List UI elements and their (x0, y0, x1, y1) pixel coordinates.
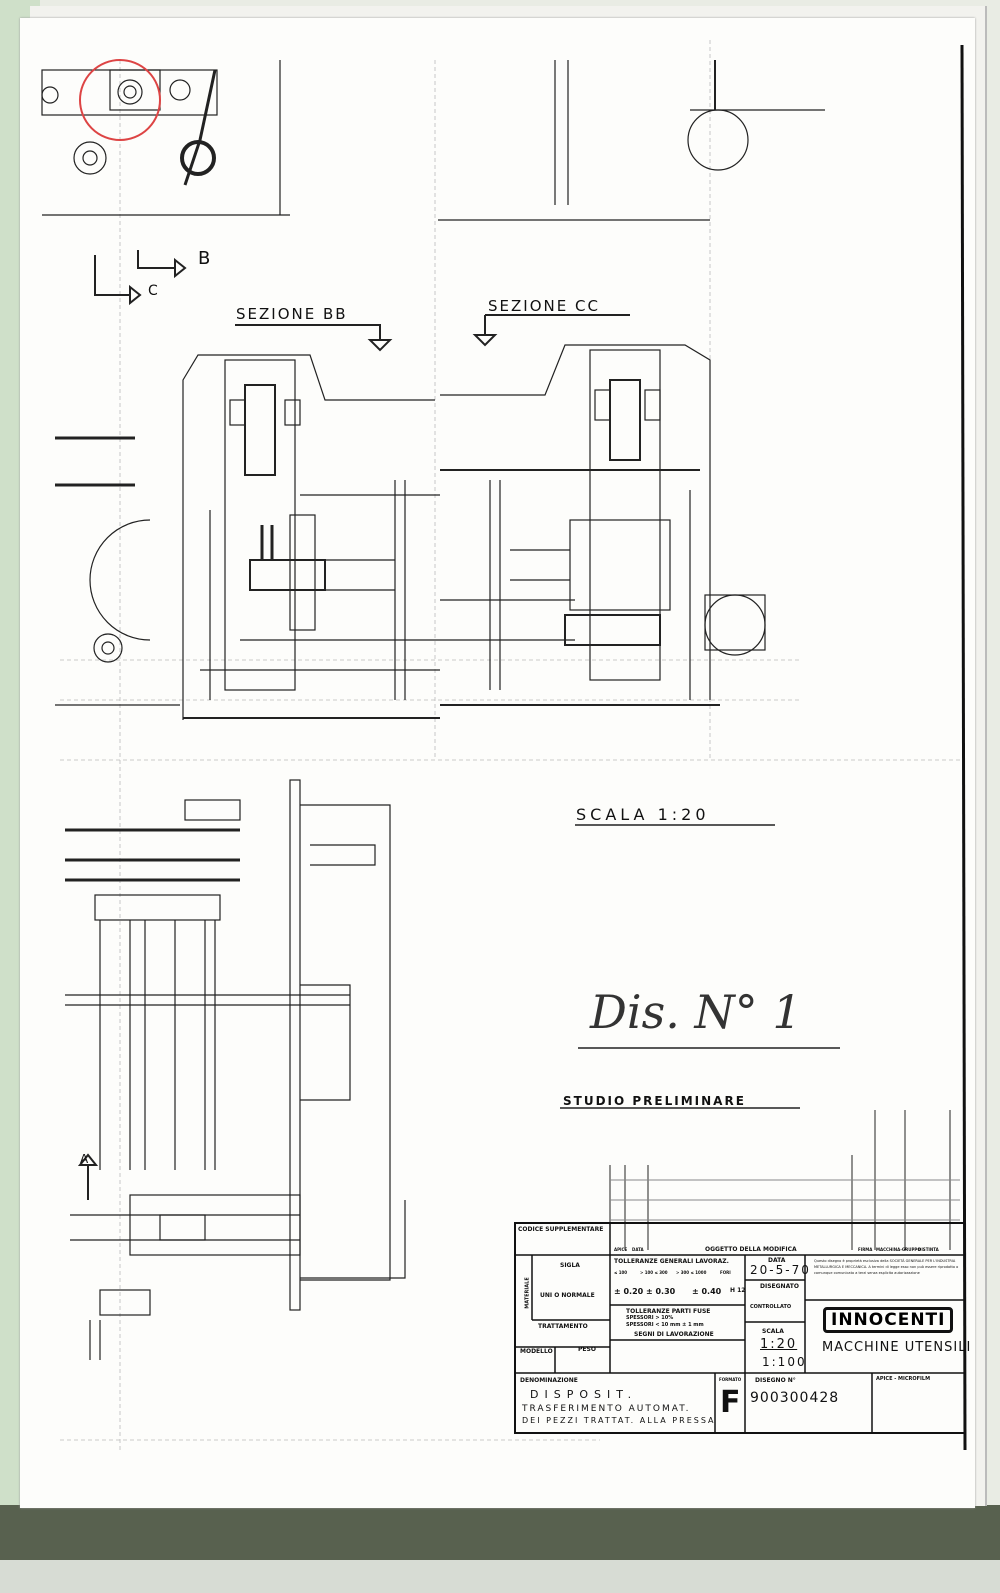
scala-label: SCALA (762, 1328, 784, 1335)
section-marker-a: A (80, 1152, 91, 1166)
company-logo: INNOCENTI (823, 1307, 954, 1333)
data-label: DATA (768, 1257, 786, 1264)
section-marker-arrows (94, 250, 630, 352)
denominazione-line-1: DISPOSIT. (530, 1388, 638, 1401)
ownership-note: Questo disegno è proprietà esclusiva del… (814, 1259, 959, 1275)
red-circle-mark (79, 59, 161, 141)
construction-lines (60, 40, 960, 1450)
scale-value-2: 1:100 (762, 1355, 807, 1369)
denominazione-line-3: DEI PEZZI TRATTAT. ALLA PRESSA (522, 1416, 716, 1425)
materiale-label: MATERIALE (524, 1277, 531, 1309)
date-value: 20-5-70 (750, 1263, 811, 1277)
section-bb-drawing (182, 354, 440, 720)
drawing-number: 900300428 (750, 1390, 840, 1406)
left-partial-view (55, 436, 180, 706)
tol-range-3: > 300 ≤ 1000 (676, 1270, 707, 1275)
data-col-label: DATA (632, 1247, 644, 1252)
controllato-label: CONTROLLATO (750, 1304, 792, 1310)
segni-lavorazione-label: SEGNI DI LAVORAZIONE (634, 1331, 714, 1338)
scale-note: SCALA 1:20 (576, 805, 710, 824)
apice-label: APICE (614, 1247, 628, 1252)
spessori-2: SPESSORI < 10 mm ± 1 mm (626, 1322, 704, 1328)
formato-value: F (720, 1385, 741, 1420)
modello-label: MODELLO (520, 1348, 553, 1355)
oggetto-modifica-label: OGGETTO DELLA MODIFICA (705, 1246, 797, 1253)
scan-bottom-margin (0, 1560, 1000, 1593)
tolleranze-generali-label: TOLLERANZE GENERALI LAVORAZ. (614, 1258, 729, 1265)
section-marker-c: C (148, 283, 160, 299)
tol-range-4: FORI (720, 1270, 731, 1275)
tol-value-4: H 12 (730, 1287, 746, 1294)
formato-label: FORMATO (719, 1377, 742, 1382)
macchina-gruppo-label: MACCHINA-GRUPPO (876, 1247, 921, 1252)
section-cc-title: SEZIONE CC (488, 297, 600, 315)
peso-label: PESO (578, 1346, 596, 1353)
handwritten-drawing-number: Dis. N° 1 (590, 985, 802, 1039)
tol-value-3: ± 0.40 (692, 1287, 722, 1296)
company-subtitle: MACCHINE UTENSILI (822, 1340, 972, 1355)
tol-value-2: ± 0.30 (646, 1287, 676, 1296)
drawing-sheet (20, 18, 975, 1508)
lower-left-view (65, 779, 406, 1360)
revision-table-lines (609, 1110, 960, 1250)
tol-range-2: > 100 ≤ 300 (640, 1270, 668, 1275)
trattamento-label: TRATTAMENTO (538, 1323, 588, 1330)
spessori-1: SPESSORI > 10% (626, 1315, 674, 1321)
tol-range-1: ≤ 100 (614, 1270, 628, 1275)
firma-label: FIRMA (858, 1247, 873, 1252)
codice-supplementare-label: CODICE SUPPLEMENTARE (518, 1226, 604, 1233)
denominazione-line-2: TRASFERIMENTO AUTOMAT. (522, 1404, 691, 1414)
disegnato-label: DISEGNATO (760, 1283, 799, 1290)
top-left-partial-view (41, 59, 290, 216)
distinta-label: DISTINTA (918, 1247, 939, 1252)
study-note: STUDIO PRELIMINARE (563, 1094, 746, 1108)
denominazione-label: DENOMINAZIONE (520, 1377, 578, 1384)
section-cc-drawing (440, 344, 766, 706)
top-right-partial-view (438, 60, 825, 221)
tolleranze-fuse-label: TOLLERANZE PARTI FUSE (626, 1308, 711, 1315)
tol-value-1: ± 0.20 (614, 1287, 644, 1296)
section-bb-title: SEZIONE BB (236, 305, 348, 323)
scale-value-1: 1:20 (760, 1337, 798, 1352)
disegno-label: DISEGNO N° (755, 1377, 796, 1384)
apice-microfilm-label: APICE - MICROFILM (876, 1376, 931, 1382)
uni-normale-label: UNI O NORMALE (540, 1292, 595, 1299)
title-block-grid (514, 1222, 966, 1434)
sigla-label: SIGLA (560, 1262, 580, 1269)
sheet-border-right (960, 44, 967, 1451)
section-marker-b: B (198, 248, 213, 269)
